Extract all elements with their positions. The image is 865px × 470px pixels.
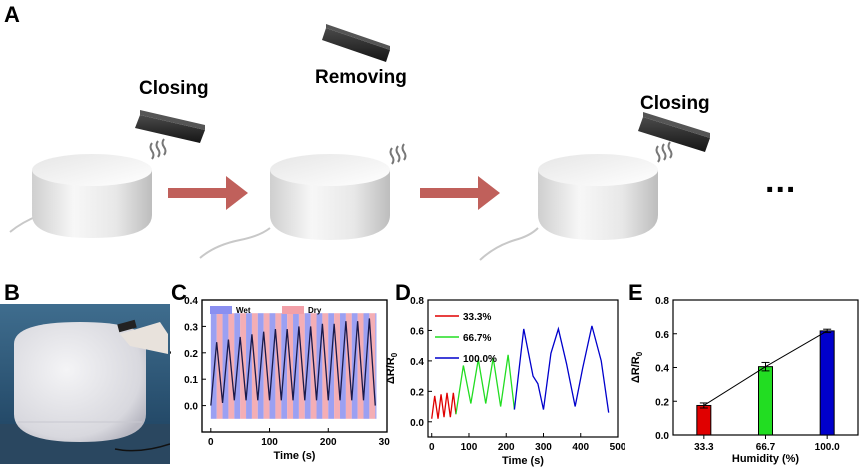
x-tick-label: 200 (320, 437, 337, 448)
humidifier-device-2 (199, 154, 390, 259)
y-tick-label: 0.2 (655, 397, 669, 408)
legend-swatch-wet (210, 306, 232, 314)
legend-label-2: 100.0% (463, 354, 497, 365)
humidifier-device-1 (9, 154, 152, 238)
y-tick-label: 0.1 (184, 375, 198, 386)
y-tick-label: 0.6 (655, 330, 669, 341)
trend-line (703, 330, 828, 406)
y-tick-label: 0.2 (410, 387, 424, 398)
panel-a-label: A (4, 2, 20, 27)
y-tick-label: 0.0 (410, 418, 424, 429)
y-tick-label: 0.4 (655, 364, 669, 375)
stage-label-closing-2: Closing (640, 93, 710, 114)
x-tick-label: 500 (610, 442, 625, 453)
y-tick-label: 0.0 (184, 402, 198, 413)
y-tick-label: 0.0 (655, 431, 669, 442)
panel-b-label: B (4, 280, 20, 305)
panel-a-illustration (9, 24, 710, 261)
device-photo (0, 304, 170, 464)
stage-label-removing: Removing (315, 67, 407, 88)
wet-band (375, 313, 377, 419)
x-tick-label: 300 (379, 437, 390, 448)
x-tick-label: 100 (461, 442, 478, 453)
arrow-right-icon (420, 176, 500, 210)
mist-icon (149, 138, 167, 160)
bar-0 (696, 404, 712, 436)
y-tick-label: 0.6 (410, 326, 424, 337)
x-tick-label: 66.7 (756, 442, 776, 453)
y-axis-label: ΔR/R0 (385, 352, 399, 384)
sensor-bar-closing-2 (638, 112, 710, 152)
series-line (210, 318, 376, 406)
y-axis-label: ΔR/R0 (630, 351, 644, 383)
y-tick-label: 0.3 (184, 322, 198, 333)
x-tick-label: 0 (429, 442, 435, 453)
stage-label-closing-1: Closing (139, 78, 209, 99)
x-tick-label: 100.0 (815, 442, 840, 453)
y-tick-label: 0.4 (410, 357, 424, 368)
legend-label-wet: Wet (236, 306, 251, 315)
y-tick-label: 0.4 (184, 296, 198, 307)
x-tick-label: 100 (261, 437, 278, 448)
arrow-right-icon (168, 176, 248, 210)
panel-d-label: D (395, 280, 411, 305)
legend-label-0: 33.3% (463, 312, 491, 323)
bar-1 (758, 366, 773, 436)
plot-frame-top (201, 299, 388, 433)
sensor-bar-closing-1 (135, 110, 205, 143)
legend-swatch-dry (282, 306, 304, 314)
legend-label-dry: Dry (308, 306, 322, 315)
y-tick-label: 0.8 (410, 296, 424, 307)
panel-c-label: C (171, 280, 187, 305)
x-axis-label: Time (s) (502, 455, 544, 467)
ellipsis: ... (765, 162, 797, 200)
y-axis-label: ΔR/R0 (170, 350, 173, 382)
series-line-2 (513, 325, 610, 413)
humidifier-device-3 (479, 154, 658, 261)
x-axis-label: Time (s) (274, 450, 316, 462)
chart-c: 0.0 0.1 0.2 0.3 0.4 0 100 200 300Time (s) ΔR/R0 We… (170, 296, 390, 462)
legend-label-1: 66.7% (463, 333, 491, 344)
x-tick-label: 300 (535, 442, 552, 453)
series-line-0 (431, 392, 457, 419)
sensor-bar-removing (322, 24, 390, 62)
x-tick-label: 33.3 (694, 442, 714, 453)
x-tick-label: 0 (208, 437, 214, 448)
x-axis-label: Humidity (%) (732, 453, 800, 465)
wet-band (210, 313, 217, 419)
y-tick-label: 0.8 (655, 296, 669, 307)
x-tick-label: 200 (498, 442, 515, 453)
series-line-1 (455, 354, 516, 415)
mist-icon (655, 141, 673, 163)
x-tick-label: 400 (572, 442, 589, 453)
plot-frame (427, 299, 619, 438)
y-tick-label: 0.2 (184, 349, 198, 360)
panel-e-label: E (628, 280, 643, 305)
mist-icon (389, 143, 407, 165)
bar-2 (819, 330, 835, 436)
